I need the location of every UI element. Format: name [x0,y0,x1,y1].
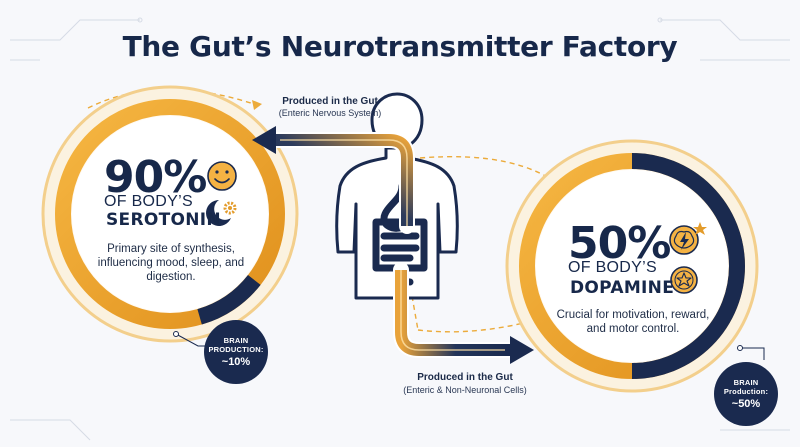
dopamine-name: DOPAMINE [570,278,675,298]
serotonin-description: Primary site of synthesis, influencing m… [97,243,245,283]
serotonin-percent: 90% [104,152,207,203]
page-title: The Gut’s Neurotransmitter Factory [122,30,678,63]
bottom-source-title: Produced in the Gut [417,372,513,383]
dopamine-ring [505,139,759,393]
serotonin-name: SEROTONIN [106,210,221,230]
top-source-title: Produced in the Gut [282,96,378,107]
brain-lightning-icon [669,222,707,255]
moon-gear-icon [206,200,237,226]
serotonin-brain-production-badge: BRAIN PRODUCTION: ~10% [204,320,268,384]
dopamine-description: Crucial for motivation, reward, and moto… [556,309,710,335]
dopamine-of-body: OF BODY’S [568,259,657,276]
bottom-source-subtitle: (Enteric & Non-Neuronal Cells) [403,385,527,395]
smiley-icon [207,161,237,191]
dashed-arrowhead [252,100,262,110]
dopamine-brain-production-badge: BRAIN Production: ~50% [714,362,778,426]
bottom-flow-arrow [393,262,534,364]
top-source-subtitle: (Enteric Nervous System) [278,108,382,118]
top-flow-arrow [252,126,415,234]
star-coin-icon [670,266,698,294]
serotonin-of-body: OF BODY’S [104,193,193,210]
dopamine-percent: 50% [568,218,671,269]
background-circuit-lines [10,17,790,441]
